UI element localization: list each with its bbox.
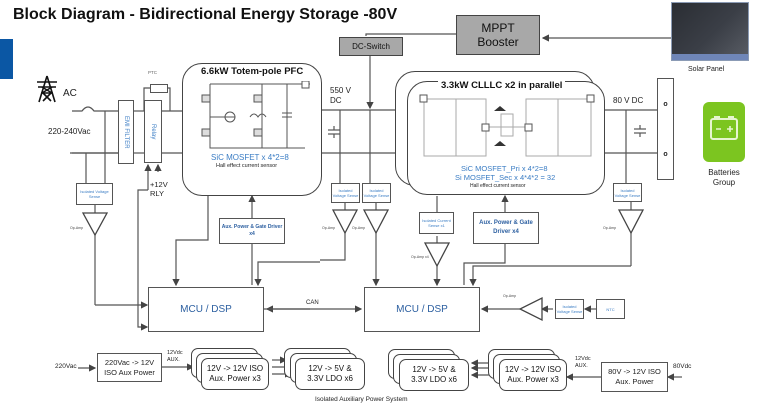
- pfc-title: 6.6kW Totem-pole PFC: [201, 66, 304, 77]
- ptc-thermistor-icon: [150, 84, 168, 93]
- op-amp-triangle: [81, 212, 109, 237]
- accent-bar: [0, 39, 13, 79]
- isolated-voltage-sense-dc1[interactable]: Isolated Voltage Sense: [331, 183, 360, 203]
- aux-left-12v-label: 12Vdc AUX.: [167, 350, 183, 363]
- relay-supply-label: +12V RLY: [150, 180, 168, 198]
- op-amp-triangle: [331, 209, 359, 235]
- connector-pin-icon: o: [663, 100, 668, 108]
- pfc-mosfet-label: SiC MOSFET x 4*2=8: [211, 153, 289, 162]
- op-amp-label: Op-Amp: [352, 226, 366, 230]
- fuse-wire: [72, 106, 118, 112]
- can-label: CAN: [306, 300, 319, 306]
- aux-gate-driver-left[interactable]: Aux. Power & Gate Driver x4: [219, 218, 285, 244]
- aux-left-converter[interactable]: 220Vac -> 12V ISO Aux Power: [97, 353, 162, 382]
- dc-switch-block[interactable]: DC-Switch: [339, 37, 403, 56]
- aux-system-title: Isolated Auxiliary Power System: [315, 396, 408, 403]
- aux-left-iso-power[interactable]: 12V -> 12V ISO Aux. Power x3: [201, 358, 269, 390]
- battery-label: Batteries Group: [708, 168, 740, 187]
- connector-pin-icon: o: [663, 150, 668, 158]
- ntc-sensor-block[interactable]: NTC: [596, 299, 625, 319]
- isolated-voltage-sense-batt[interactable]: Isolated Voltage Sense: [613, 183, 642, 202]
- aux-right-iso-power[interactable]: 12V -> 12V ISO Aux. Power x3: [499, 359, 567, 391]
- clllc-sensor-label: Hall effect current sensor: [470, 183, 526, 189]
- op-amp-triangle: [423, 242, 451, 268]
- relay-label: Relay: [150, 123, 156, 140]
- op-amp-label: Op-Amp: [503, 294, 517, 298]
- mppt-booster-label: MPPT Booster: [477, 21, 519, 49]
- clllc-converter-block[interactable]: 3.3kW CLLLC x2 in parallel SiC MOSFET_Pr…: [407, 80, 605, 195]
- emi-filter-block[interactable]: EMI FILTER: [118, 100, 134, 164]
- aux-gate-driver-right[interactable]: Aux. Power & Gate Driver x4: [473, 212, 539, 244]
- aux-right-input-label: 80Vdc: [673, 363, 692, 370]
- op-amp-triangle: [617, 209, 645, 235]
- pfc-converter-block[interactable]: 6.6kW Totem-pole PFC SiC MOSFET x 4*2=8 …: [182, 63, 322, 196]
- pfc-schematic-icon: [201, 81, 310, 149]
- op-amp-label: Op-Amp: [70, 226, 84, 230]
- relay-block[interactable]: Relay: [144, 100, 162, 163]
- aux-left-input-label: 220Vac: [55, 363, 77, 370]
- transmission-tower-icon: [35, 75, 59, 103]
- page-title: Block Diagram - Bidirectional Energy Sto…: [13, 6, 398, 23]
- op-amp-label: Op-Amp: [603, 226, 617, 230]
- aux-right-converter[interactable]: 80V -> 12V ISO Aux. Power: [601, 362, 668, 392]
- mcu-dsp-right[interactable]: MCU / DSP: [364, 287, 480, 332]
- dc-switch-label: DC-Switch: [352, 42, 390, 51]
- aux-right-ldo[interactable]: 12V -> 5V & 3.3V LDO x6: [399, 359, 469, 391]
- op-amp-label: Op-Amp x4: [411, 255, 429, 259]
- battery-icon: [703, 102, 745, 162]
- clllc-pri-label: SiC MOSFET_Pri x 4*2=8: [461, 164, 548, 173]
- dc-bus-label: 550 V DC: [330, 86, 351, 105]
- op-amp-triangle: [362, 209, 390, 235]
- isolated-voltage-sense-dc2[interactable]: Isolated Voltage Sense: [362, 183, 391, 203]
- emi-filter-label: EMI FILTER: [123, 115, 129, 149]
- aux-right-12v-label: 12Vdc AUX.: [575, 356, 591, 369]
- solar-panel-image: [671, 2, 749, 61]
- isolated-voltage-sense-ntc[interactable]: Isolated Voltage Sense: [555, 299, 584, 319]
- mcu-dsp-left[interactable]: MCU / DSP: [148, 287, 264, 332]
- pfc-sensor-label: Hall effect current sensor: [216, 163, 278, 169]
- input-voltage-label: 220-240Vac: [48, 127, 91, 136]
- clllc-sec-label: Si MOSFET_Sec x 4*4*2 = 32: [455, 173, 556, 182]
- solar-panel-label: Solar Panel: [688, 66, 725, 73]
- clllc-schematic-icon: [419, 94, 595, 157]
- op-amp-triangle: [518, 296, 543, 322]
- ptc-label: PTC: [148, 70, 157, 75]
- clllc-title: 3.3kW CLLLC x2 in parallel: [438, 80, 566, 91]
- ac-label: AC: [63, 88, 77, 99]
- battery-bus-label: 80 V DC: [613, 96, 644, 105]
- isolated-current-sense[interactable]: Isolated Current Sense x1: [419, 212, 454, 234]
- mppt-booster-block[interactable]: MPPT Booster: [456, 15, 540, 55]
- aux-left-ldo[interactable]: 12V -> 5V & 3.3V LDO x6: [295, 358, 365, 390]
- op-amp-label: Op-Amp: [322, 226, 336, 230]
- isolated-voltage-sense-ac[interactable]: Isolated Voltage Sense: [76, 183, 113, 205]
